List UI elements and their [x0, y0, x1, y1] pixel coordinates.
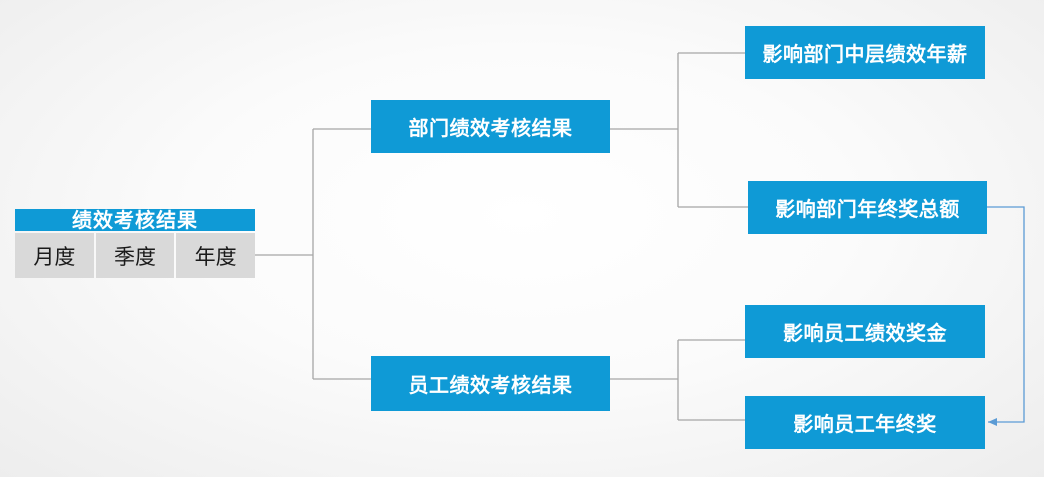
emp-perf-bonus-box: 影响员工绩效奖金	[745, 305, 985, 358]
dept-bonus-total-box: 影响部门年终奖总额	[748, 181, 987, 234]
period-yearly: 年度	[176, 233, 256, 278]
arrow-bonus-total-to-year-end-bonus	[987, 206, 1025, 426]
connector-department-to-outcomes	[610, 52, 748, 208]
root-period-cells: 月度 季度 年度	[15, 233, 256, 278]
emp-year-end-bonus-box: 影响员工年终奖	[745, 396, 985, 449]
period-monthly: 月度	[15, 233, 94, 278]
connector-employee-to-outcomes	[610, 339, 745, 421]
period-quarterly: 季度	[95, 233, 175, 278]
dept-mid-salary-box: 影响部门中层绩效年薪	[745, 26, 985, 79]
root-title: 绩效考核结果	[15, 209, 255, 231]
connector-root-to-level1	[255, 128, 371, 380]
department-result-box: 部门绩效考核结果	[371, 100, 610, 153]
employee-result-box: 员工绩效考核结果	[371, 356, 610, 411]
